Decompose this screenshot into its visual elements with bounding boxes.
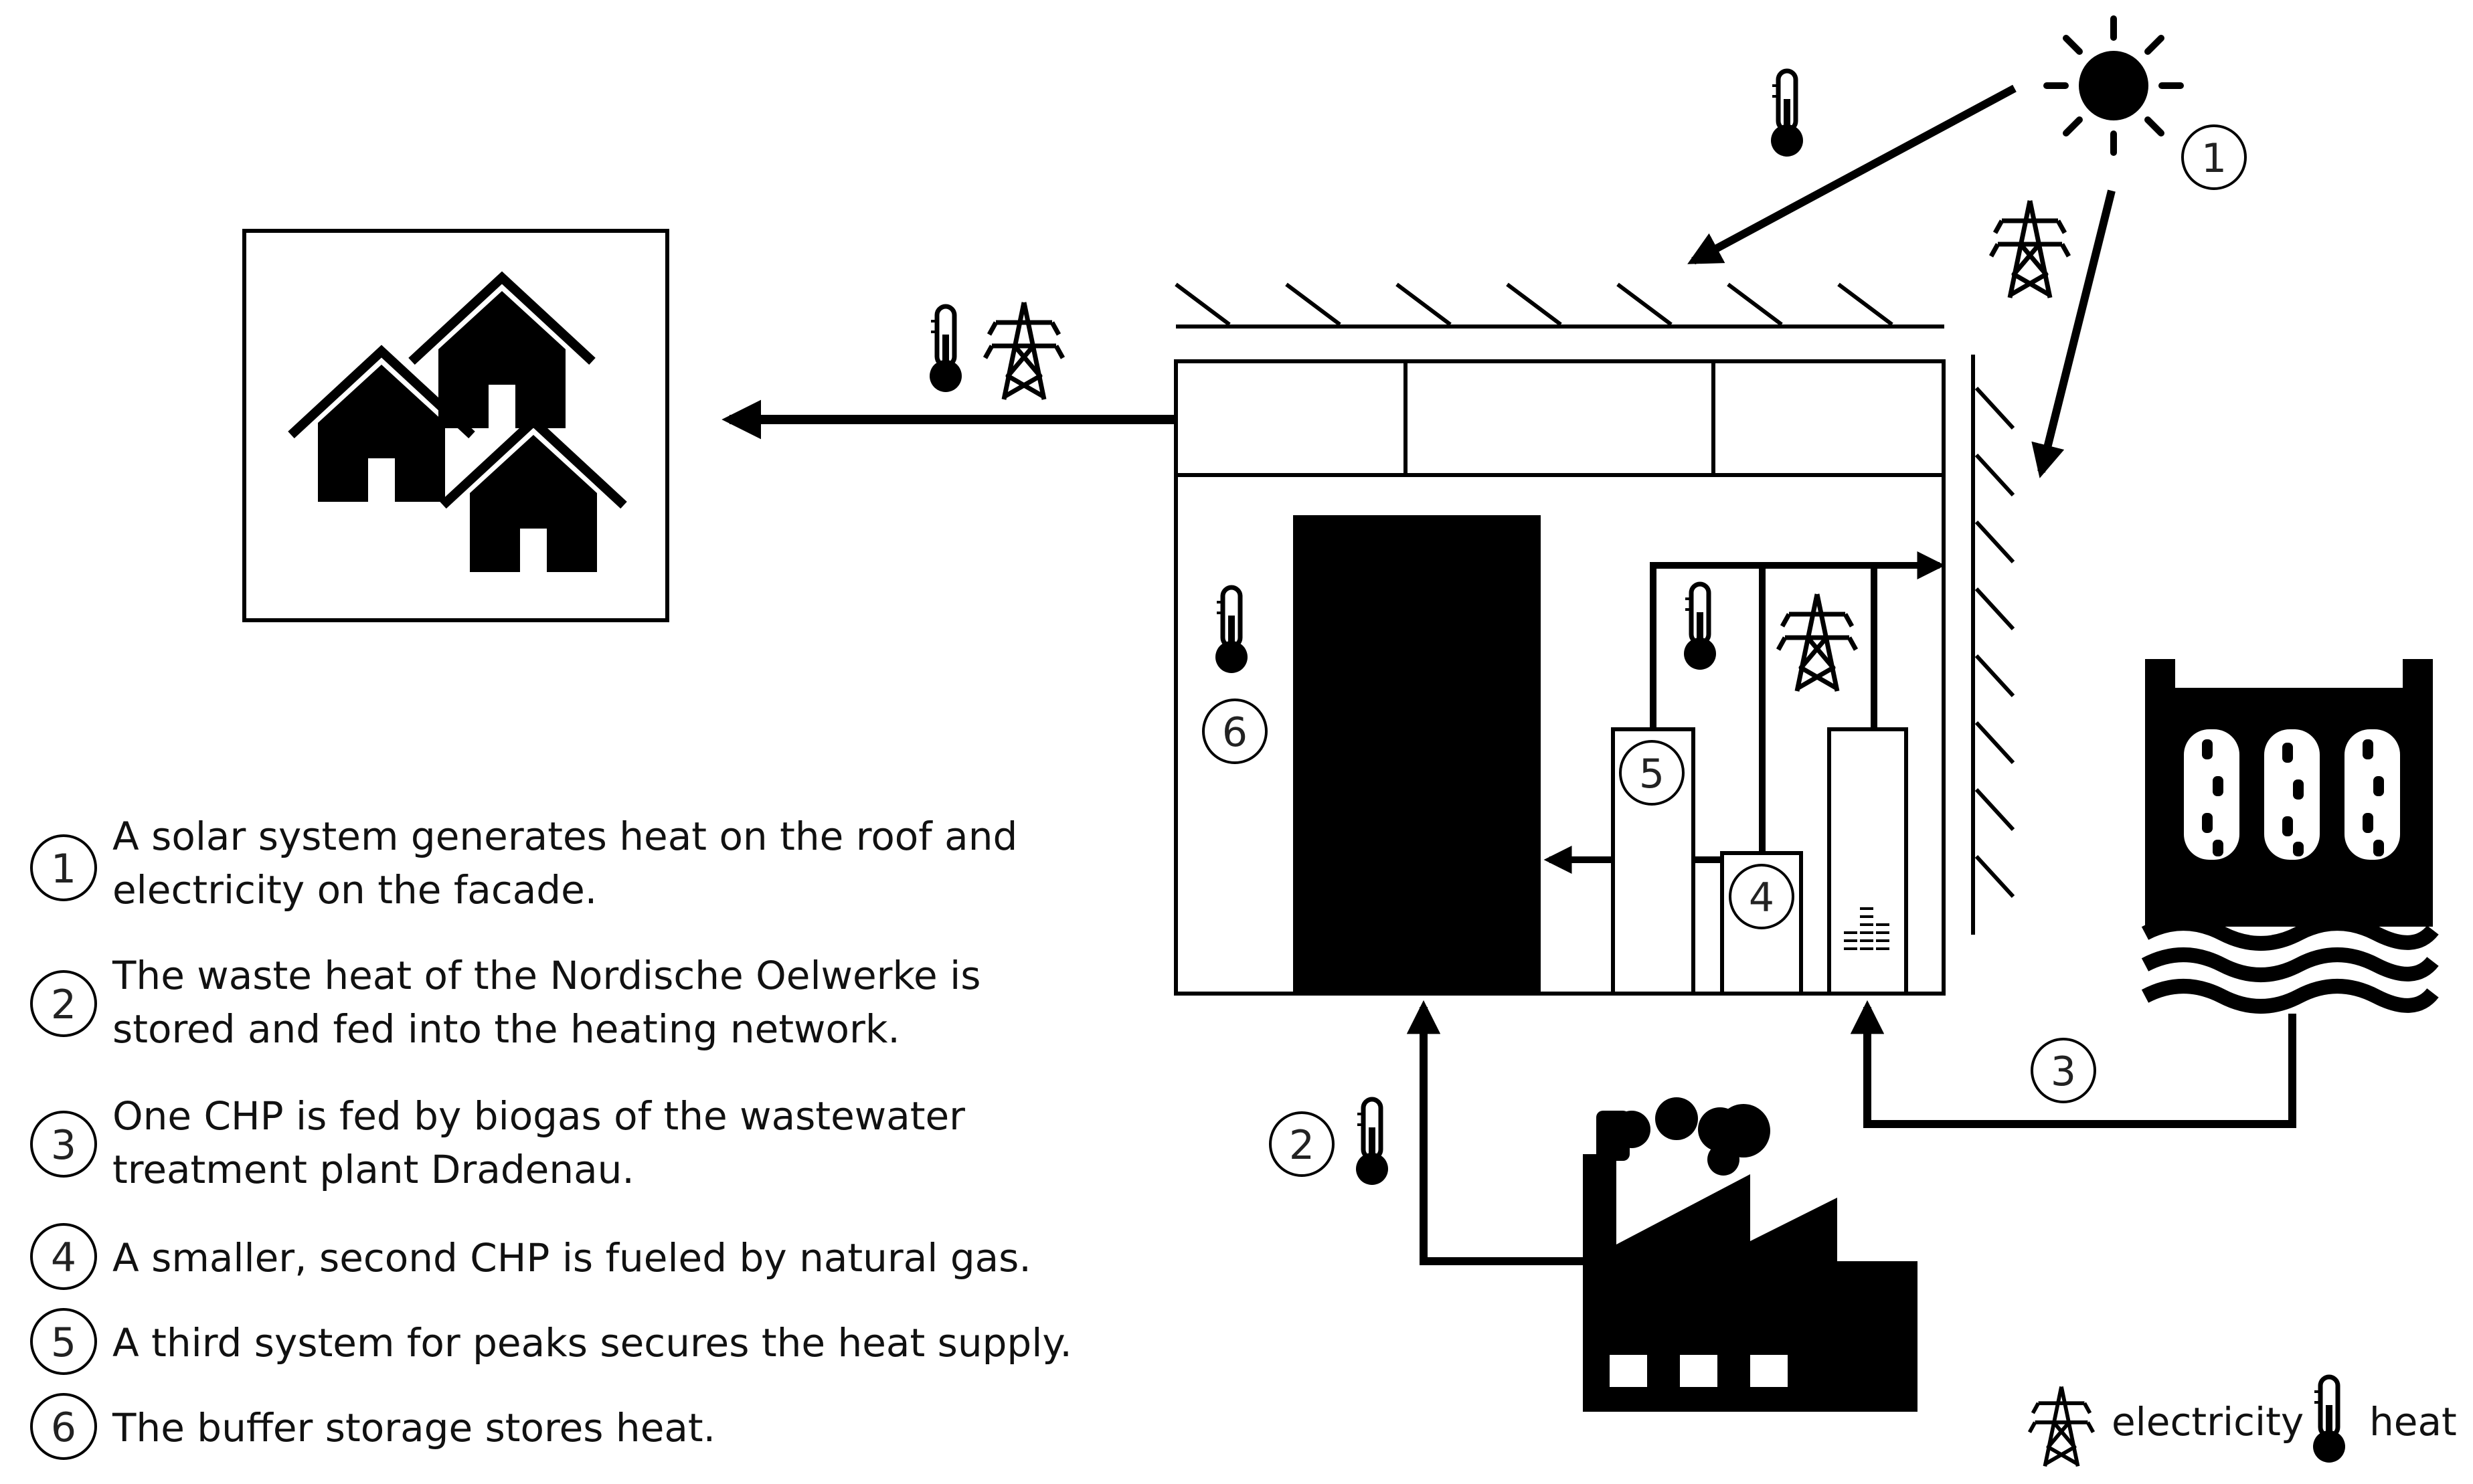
solar-roof: [1175, 282, 1944, 329]
legend-item-4: 4 A smaller, second CHP is fueled by nat…: [30, 1223, 1031, 1290]
equalizer-icon: [1844, 907, 1889, 950]
svg-text:1: 1: [2201, 135, 2227, 182]
svg-text:6: 6: [51, 1404, 76, 1451]
output-pipes: [1650, 562, 1877, 855]
sun-to-roof-arrow: [1687, 84, 2017, 265]
thermometer-icon: [1771, 71, 1803, 157]
svg-text:5: 5: [51, 1319, 76, 1366]
pylon-icon: [2029, 1387, 2093, 1467]
marker-3: 3: [2031, 1038, 2096, 1103]
marker-5: 5: [1619, 740, 1685, 806]
biogas-line: [1850, 1000, 2296, 1128]
marker-2: 2: [1269, 1111, 1335, 1177]
heat-key-label: heat: [2369, 1399, 2457, 1445]
svg-text:4: 4: [1749, 874, 1774, 921]
svg-text:5: 5: [1639, 751, 1665, 798]
district-houses-box: [242, 229, 669, 622]
marker-6: 6: [1202, 699, 1268, 764]
legend-item-6: 6 The buffer storage stores heat.: [30, 1393, 715, 1460]
factory-icon: [1583, 1097, 1917, 1412]
waste-heat-line: [1406, 1000, 1583, 1265]
svg-text:stored and fed into the heatin: stored and fed into the heating network.: [112, 1006, 900, 1052]
energy-bunker: [1174, 359, 1946, 996]
svg-text:2: 2: [51, 982, 76, 1028]
pylon-icon: [1991, 201, 2069, 298]
icon-key: electricity heat: [2029, 1377, 2457, 1467]
house-icon: [291, 278, 624, 572]
svg-text:3: 3: [2051, 1048, 2076, 1095]
sun-to-facade-arrow: [2031, 189, 2116, 478]
thermometer-icon: [2313, 1377, 2345, 1463]
svg-text:The waste heat of the Nordisch: The waste heat of the Nordische Oelwerke…: [112, 953, 981, 998]
svg-text:The buffer storage stores heat: The buffer storage stores heat.: [112, 1405, 715, 1451]
thermometer-icon: [930, 306, 962, 392]
marker-1: 1: [2181, 124, 2247, 190]
legend-item-1: 1 A solar system generates heat on the r…: [30, 814, 1017, 913]
svg-text:treatment plant Dradenau.: treatment plant Dradenau.: [112, 1147, 634, 1192]
numbered-legend: 1 A solar system generates heat on the r…: [30, 814, 1072, 1460]
wastewater-plant-icon: [2141, 659, 2439, 1014]
svg-text:1: 1: [51, 846, 76, 893]
svg-text:4: 4: [51, 1234, 76, 1281]
svg-text:One CHP is fed by biogas of th: One CHP is fed by biogas of the wastewat…: [112, 1093, 965, 1139]
chp-biogas: [1827, 727, 1908, 996]
solar-facade: [1971, 355, 2015, 935]
thermometer-icon: [1684, 584, 1716, 670]
thermometer-icon: [1215, 587, 1248, 673]
svg-text:A solar system generates heat: A solar system generates heat on the roo…: [112, 814, 1017, 859]
svg-text:electricity on the facade.: electricity on the facade.: [112, 867, 597, 913]
svg-text:A third system for peaks secur: A third system for peaks secures the hea…: [112, 1320, 1072, 1366]
pylon-icon: [1778, 594, 1856, 691]
electricity-key-label: electricity: [2112, 1399, 2304, 1445]
legend-item-5: 5 A third system for peaks secures the h…: [30, 1308, 1072, 1375]
svg-text:3: 3: [51, 1122, 76, 1169]
buffer-storage: [1293, 515, 1541, 994]
svg-text:A smaller, second CHP is fuele: A smaller, second CHP is fueled by natur…: [112, 1235, 1031, 1281]
svg-text:2: 2: [1289, 1122, 1314, 1169]
pylon-icon: [985, 302, 1063, 399]
legend-item-3: 3 One CHP is fed by biogas of the wastew…: [30, 1093, 965, 1192]
legend-item-2: 2 The waste heat of the Nordische Oelwer…: [30, 953, 981, 1052]
marker-4: 4: [1729, 864, 1794, 929]
sun-icon: [2043, 15, 2184, 156]
thermometer-icon: [1356, 1099, 1388, 1185]
svg-text:6: 6: [1222, 709, 1248, 756]
